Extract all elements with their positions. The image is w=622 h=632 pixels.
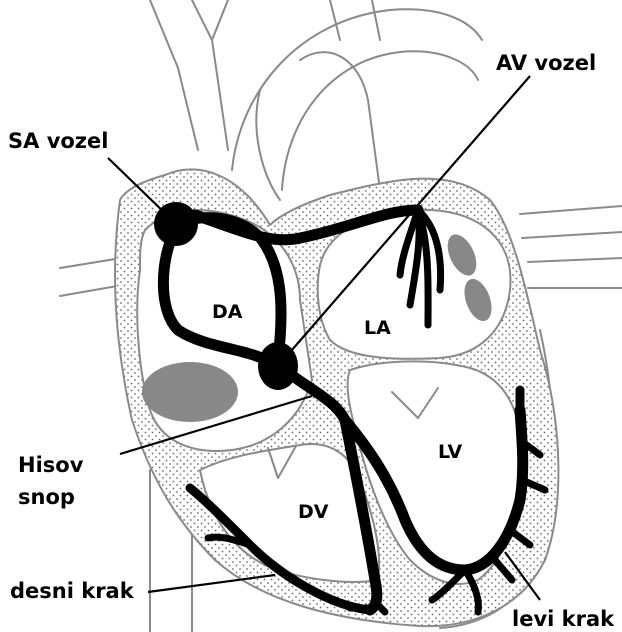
his-bundle-label-line1: Hisov — [18, 453, 84, 477]
right-atrium-label: DA — [212, 301, 243, 323]
left-atrium-label: LA — [364, 317, 391, 339]
right-ventricle-label: DV — [298, 501, 329, 523]
av-node-label: AV vozel — [496, 51, 596, 75]
left-ventricle-label: LV — [438, 441, 462, 463]
vena-cava-opening — [142, 362, 238, 422]
left-bundle-label: levi krak — [512, 607, 615, 631]
sa-node-label: SA vozel — [8, 129, 108, 153]
right-bundle-label: desni krak — [10, 579, 135, 603]
his-bundle-label-line2: snop — [18, 485, 75, 509]
